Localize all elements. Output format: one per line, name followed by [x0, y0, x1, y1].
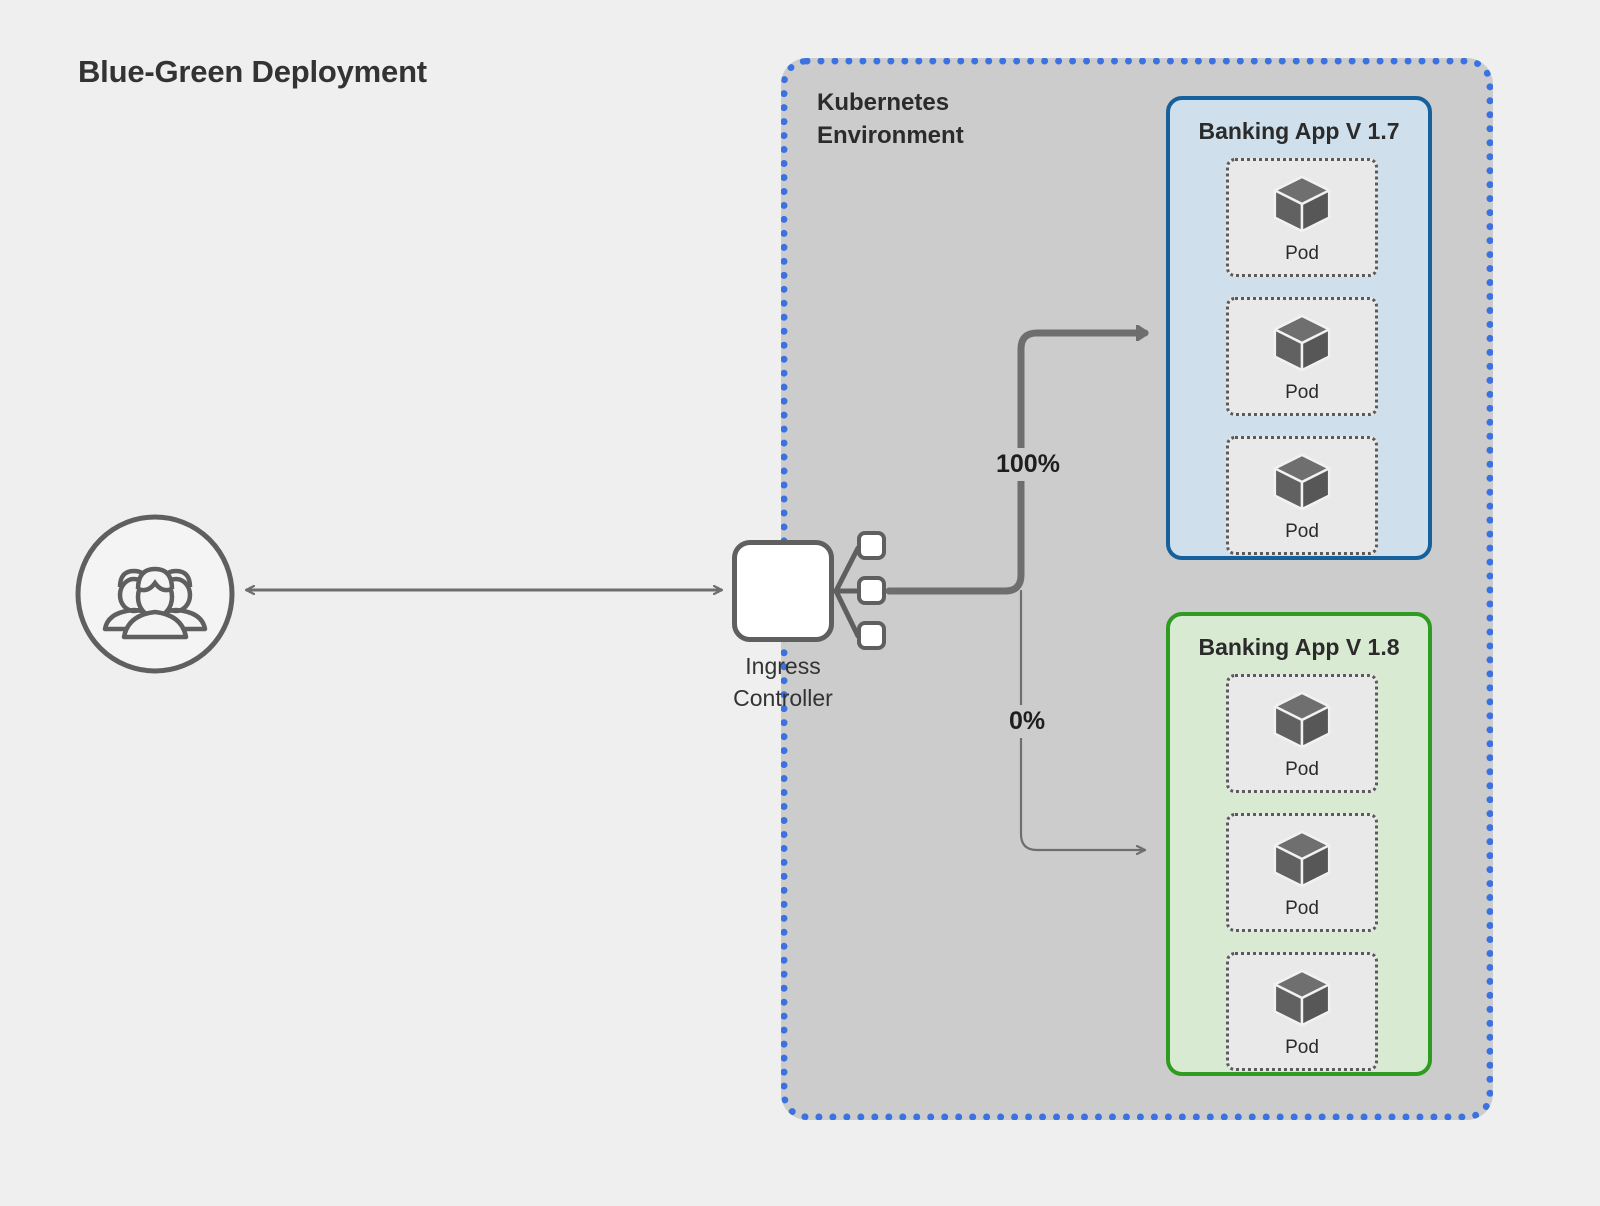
app-box-title-v17: Banking App V 1.7 — [1198, 118, 1400, 144]
pod-box[interactable]: Pod — [1226, 674, 1378, 793]
pod-label: Pod — [1285, 1037, 1319, 1058]
ingress-chip-top[interactable] — [857, 531, 886, 560]
ingress-controller-node[interactable] — [732, 540, 834, 642]
cube-icon — [1271, 173, 1333, 235]
cube-icon — [1271, 451, 1333, 513]
cube-icon — [1271, 312, 1333, 374]
pod-box[interactable]: Pod — [1226, 158, 1378, 277]
app-box-banking-app-v17[interactable]: Banking App V 1.7 Pod Pod — [1166, 96, 1432, 560]
pod-box[interactable]: Pod — [1226, 297, 1378, 416]
client-users-node[interactable] — [74, 513, 236, 675]
pod-box[interactable]: Pod — [1226, 952, 1378, 1071]
pod-label: Pod — [1285, 898, 1319, 919]
pod-label: Pod — [1285, 382, 1319, 403]
app-box-banking-app-v18[interactable]: Banking App V 1.8 Pod Pod — [1166, 612, 1432, 1076]
pod-label: Pod — [1285, 759, 1319, 780]
page-title: Blue-Green Deployment — [78, 54, 427, 89]
pod-label: Pod — [1285, 243, 1319, 264]
traffic-percent-v18: 0% — [1001, 705, 1054, 738]
traffic-percent-v17: 100% — [988, 448, 1068, 481]
ingress-chip-middle[interactable] — [857, 576, 886, 605]
cube-icon — [1271, 967, 1333, 1029]
kubernetes-environment-label: Kubernetes Environment — [817, 89, 964, 150]
ingress-controller-label: Ingress Controller — [733, 653, 833, 712]
pod-label: Pod — [1285, 521, 1319, 542]
users-icon — [75, 514, 235, 674]
cube-icon — [1271, 689, 1333, 751]
ingress-chip-bottom[interactable] — [857, 621, 886, 650]
pod-box[interactable]: Pod — [1226, 436, 1378, 555]
cube-icon — [1271, 828, 1333, 890]
app-box-title-v18: Banking App V 1.8 — [1198, 634, 1400, 660]
pod-box[interactable]: Pod — [1226, 813, 1378, 932]
